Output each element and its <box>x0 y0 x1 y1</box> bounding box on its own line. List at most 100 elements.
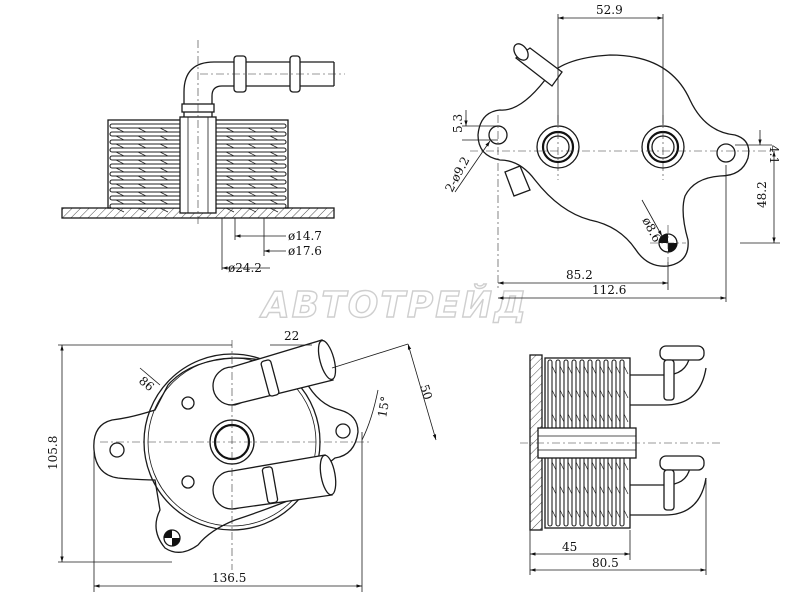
fin-corrugation <box>159 207 169 213</box>
fin-corrugation <box>575 389 581 399</box>
fin-corrugation <box>137 207 147 213</box>
fin-corrugation <box>583 485 589 495</box>
fin-corrugation <box>607 509 613 519</box>
fin-corrugation <box>599 413 605 423</box>
dim-side-d1: ø14.7 <box>288 229 322 243</box>
top-view: 52.9 5.3 2-ø9.2 4.1 48.2 ø8.6 85.2 112.6 <box>442 3 781 302</box>
fin-corrugation <box>137 175 147 181</box>
fin-corrugation <box>137 183 147 189</box>
fin-corrugation <box>575 461 581 471</box>
fin-corrugation <box>269 143 279 149</box>
fin-corrugation <box>115 143 125 149</box>
mount-hole <box>335 423 351 439</box>
fin-corrugation <box>567 461 573 471</box>
fin-corrugation <box>225 191 235 197</box>
fin-corrugation <box>225 159 235 165</box>
fin-corrugation <box>615 365 621 375</box>
fin-corrugation <box>583 461 589 471</box>
fin-corrugation <box>623 485 629 495</box>
dim-front-angle: 15° <box>375 395 392 418</box>
fin-corrugation <box>623 413 629 423</box>
fin-corrugation <box>269 183 279 189</box>
fin-corrugation <box>599 509 605 519</box>
mount-hole <box>109 442 125 458</box>
fin-corrugation <box>607 485 613 495</box>
dim-side-d3: ø24.2 <box>228 261 262 275</box>
upper-pipe <box>212 339 337 406</box>
fin-corrugation <box>567 365 573 375</box>
mount-hole-right <box>716 143 736 163</box>
fin-corrugation <box>247 143 257 149</box>
fin-corrugation <box>247 151 257 157</box>
fin-corrugation <box>115 175 125 181</box>
fin-corrugation <box>159 191 169 197</box>
dim-top-holes: 2-ø9.2 <box>442 154 472 194</box>
fin-corrugation <box>591 485 597 495</box>
fin-corrugation <box>583 389 589 399</box>
fin-corrugation <box>599 461 605 471</box>
top-body-outline <box>477 54 750 267</box>
fin-corrugation <box>247 135 257 141</box>
fin-corrugation <box>115 207 125 213</box>
fin-corrugation <box>623 365 629 375</box>
fin-corrugation <box>567 509 573 519</box>
fin-corrugation <box>575 413 581 423</box>
fin-corrugation <box>269 191 279 197</box>
fin-corrugation <box>559 389 565 399</box>
dim-front-pipe-width: 22 <box>284 329 299 343</box>
fin-corrugation <box>115 183 125 189</box>
fin-corrugation <box>159 199 169 205</box>
fin-corrugation <box>115 167 125 173</box>
dim-top-offset-left: 5.3 <box>451 114 465 133</box>
fin-corrugation <box>269 159 279 165</box>
right-view: 45 80.5 <box>520 345 720 575</box>
bent-pipe <box>183 61 334 117</box>
fin-corrugation <box>137 199 147 205</box>
fin-corrugation <box>567 485 573 495</box>
fin-corrugation <box>247 127 257 133</box>
fin-corrugation <box>225 151 235 157</box>
fin-corrugation <box>137 127 147 133</box>
fin-corrugation <box>159 127 169 133</box>
fin-corrugation <box>559 461 565 471</box>
fin-corrugation <box>225 167 235 173</box>
fin-corrugation <box>551 365 557 375</box>
dim-front-pipe-len: 50 <box>417 383 435 402</box>
fin-corrugation <box>551 413 557 423</box>
fin-corrugation <box>269 175 279 181</box>
fin-corrugation <box>137 143 147 149</box>
fin-corrugation <box>159 143 169 149</box>
fin-corrugation <box>559 485 565 495</box>
fin-corrugation <box>137 167 147 173</box>
fin-corrugation <box>607 461 613 471</box>
fin-corrugation <box>247 167 257 173</box>
dim-top-width-mid: 85.2 <box>566 268 593 282</box>
fin-corrugation <box>247 207 257 213</box>
fin-corrugation <box>591 365 597 375</box>
fin-corrugation <box>575 485 581 495</box>
dim-front-width-total: 136.5 <box>212 571 246 585</box>
fin-corrugation <box>269 167 279 173</box>
fin-corrugation <box>567 389 573 399</box>
fin-corrugation <box>591 461 597 471</box>
fin-corrugation <box>225 127 235 133</box>
fin-corrugation <box>551 485 557 495</box>
fin-corrugation <box>551 509 557 519</box>
fin-corrugation <box>559 413 565 423</box>
lower-pipe <box>212 454 337 510</box>
dim-top-height-right: 48.2 <box>755 181 769 208</box>
fin-corrugation <box>607 365 613 375</box>
fin-corrugation <box>559 365 565 375</box>
fin-corrugation <box>247 183 257 189</box>
fin-corrugation <box>269 151 279 157</box>
fin-corrugation <box>137 191 147 197</box>
fin-corrugation <box>575 365 581 375</box>
fin-corrugation <box>269 135 279 141</box>
fin-corrugation <box>591 389 597 399</box>
fin-corrugation <box>615 461 621 471</box>
fin-corrugation <box>607 389 613 399</box>
fin-corrugation <box>551 461 557 471</box>
fin-corrugation <box>599 365 605 375</box>
dim-right-depth-total: 80.5 <box>592 556 619 570</box>
